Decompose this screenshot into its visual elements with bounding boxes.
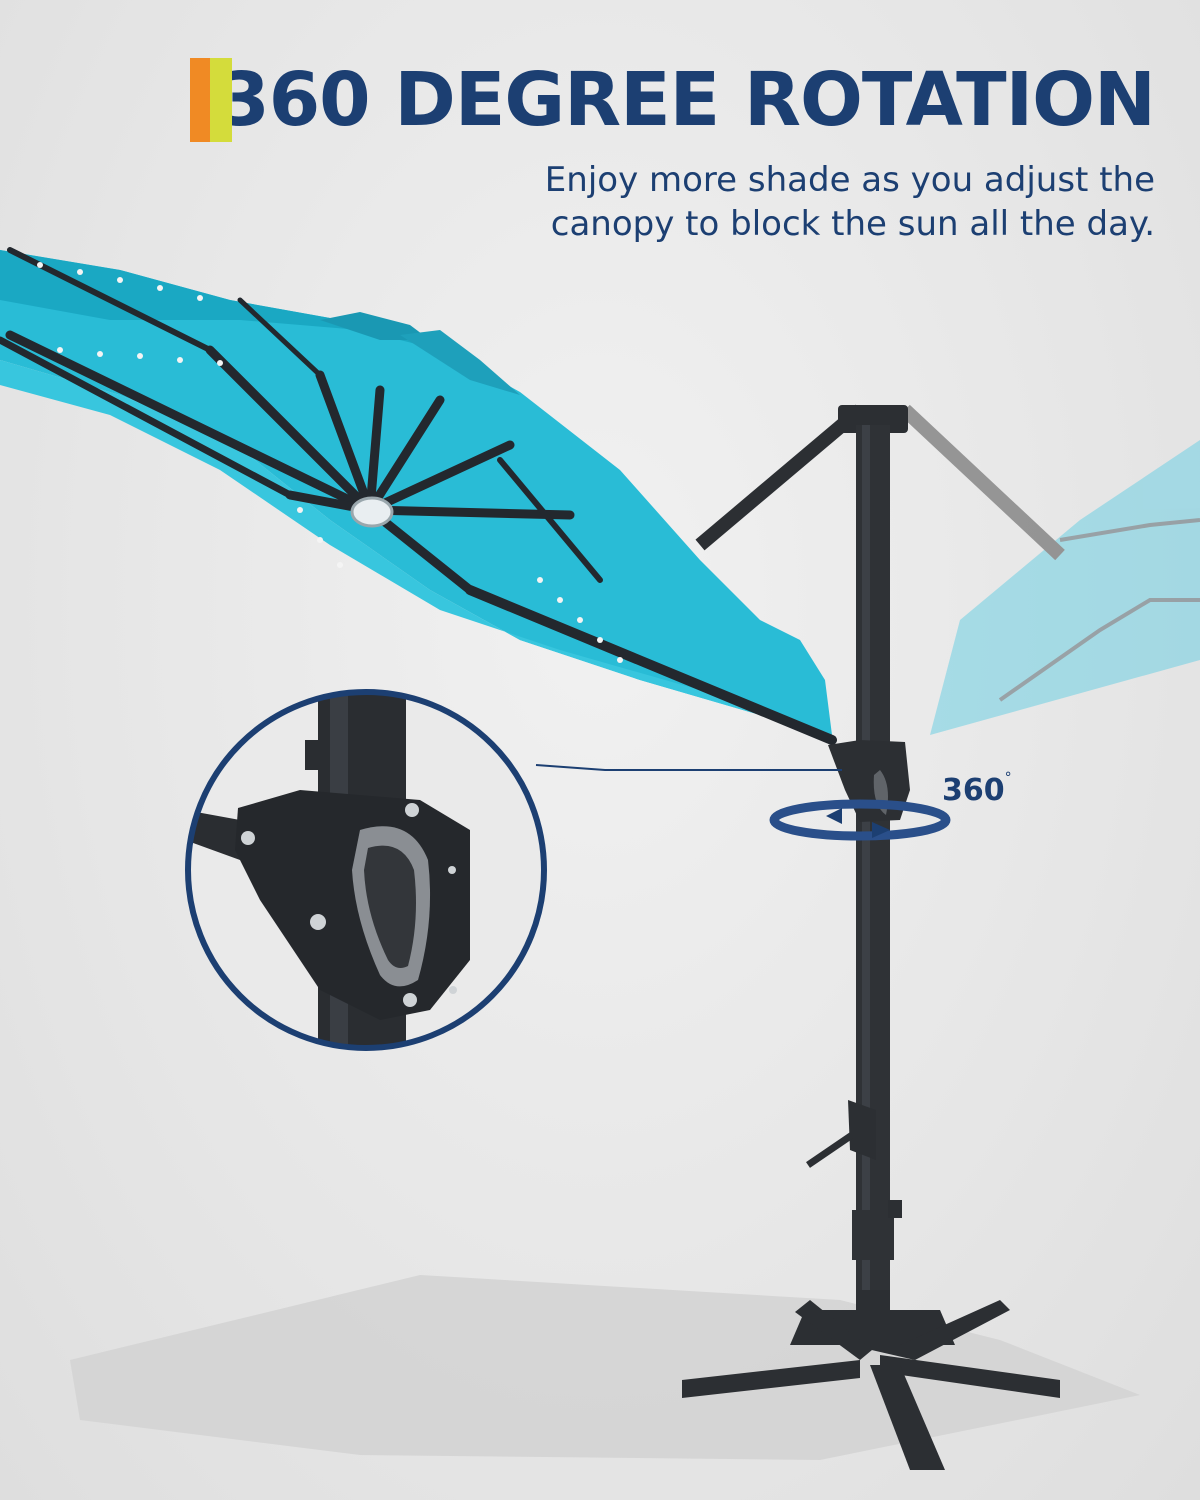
degree-symbol: ° (1004, 770, 1012, 786)
hub-light (350, 496, 394, 528)
subtitle: Enjoy more shade as you adjust the canop… (435, 158, 1155, 246)
page-title: 360 DEGREE ROTATION (218, 57, 1156, 143)
ground-shadow (70, 1275, 1140, 1460)
subtitle-line-1: Enjoy more shade as you adjust the (544, 160, 1155, 200)
subtitle-line-2: canopy to block the sun all the day. (550, 204, 1155, 244)
accent-bar (190, 58, 234, 142)
support-arm (695, 404, 865, 551)
led-dots (37, 262, 623, 663)
pole (806, 405, 910, 1295)
rotation-label: 360° (942, 770, 1012, 808)
rotation-arrow-icon (769, 799, 951, 841)
headline: 360 DEGREE ROTATION (190, 57, 1156, 143)
callout-line (535, 764, 842, 771)
zoom-detail-circle (185, 689, 547, 1051)
cross-base (682, 1290, 1060, 1470)
rotation-value: 360 (942, 773, 1005, 808)
